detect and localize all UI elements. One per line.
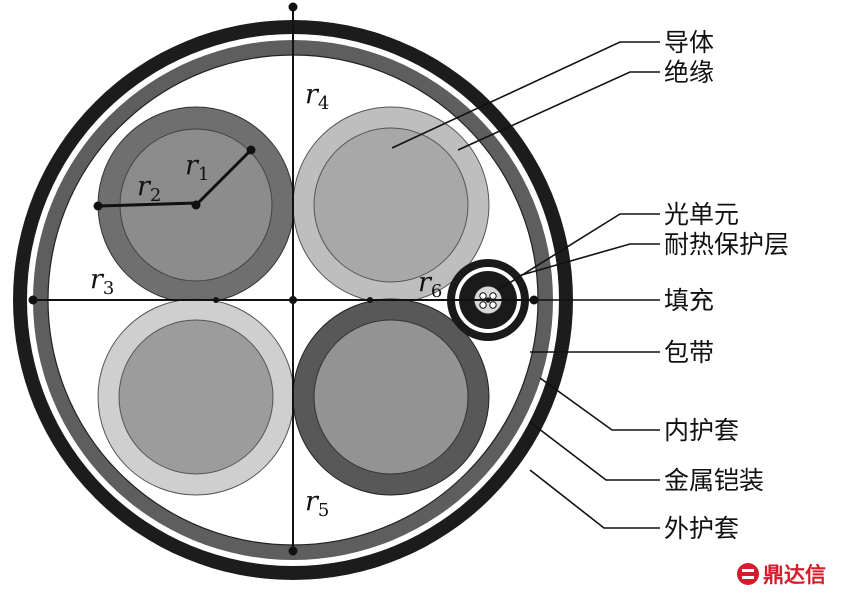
leader-line-optical-unit — [497, 213, 660, 291]
conductor-bottom-left — [118, 319, 274, 475]
r1-label: r1 — [185, 150, 209, 185]
leader-line-heat-protection — [517, 243, 660, 277]
brand-logo-icon-mark — [742, 576, 754, 579]
label-inner-sheath: 内护套 — [664, 416, 739, 445]
r3-label: r3 — [90, 264, 114, 299]
label-insulation: 绝缘 — [664, 58, 714, 87]
core-top-right — [292, 106, 490, 304]
watermark: 鼎达信 — [737, 563, 826, 587]
axis-endpoint — [288, 546, 298, 556]
axis-endpoint — [28, 295, 38, 305]
radius-point — [93, 201, 103, 211]
conductor-top-right — [313, 127, 469, 283]
axis-point — [213, 297, 219, 303]
core-bottom-left — [97, 298, 295, 496]
label-metal-armor: 金属铠装 — [664, 466, 764, 495]
r6-label: r6 — [418, 267, 442, 302]
brand-logo-icon-mark — [742, 569, 754, 572]
optical-fiber — [489, 301, 497, 309]
r4-label: r4 — [305, 79, 329, 114]
center-point — [289, 296, 297, 304]
watermark-text: 鼎达信 — [763, 563, 826, 587]
axis-point — [367, 297, 373, 303]
label-optical-unit: 光单元 — [664, 200, 739, 229]
label-conductor: 导体 — [664, 28, 714, 57]
leader-line-metal-armor — [529, 421, 660, 481]
r2-line — [97, 201, 197, 208]
leader-line-outer-sheath — [529, 469, 660, 529]
leader-line-inner-sheath — [539, 377, 660, 431]
label-filler: 填充 — [664, 286, 714, 315]
r2-label: r2 — [137, 171, 161, 206]
r5-label: r5 — [305, 486, 329, 521]
brand-logo-icon — [737, 563, 759, 585]
optical-fiber — [489, 292, 497, 300]
label-heat-protection: 耐热保护层 — [664, 230, 789, 259]
conductor-bottom-right — [313, 319, 469, 475]
core-bottom-right — [292, 298, 490, 496]
r1-line — [194, 148, 253, 207]
radius-point — [246, 145, 256, 155]
axis-endpoint — [288, 2, 298, 12]
label-wrapping-tape: 包带 — [664, 338, 714, 367]
leader-line-insulation — [457, 71, 660, 151]
optical-fiber — [479, 301, 487, 309]
label-outer-sheath: 外护套 — [664, 514, 739, 543]
radius-point — [191, 200, 201, 210]
leader-line-conductor — [391, 41, 660, 149]
optical-fiber — [479, 292, 487, 300]
